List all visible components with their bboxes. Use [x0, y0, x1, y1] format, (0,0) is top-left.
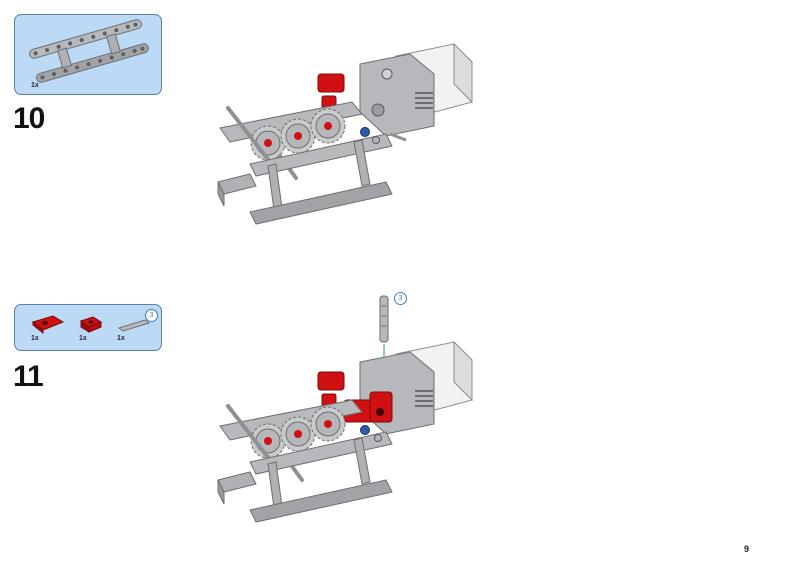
step-11-assembly [217, 295, 473, 523]
part-quantity: 1x [31, 82, 39, 89]
page-number: 9 [744, 544, 750, 554]
red-connector [317, 371, 345, 391]
part-quantity: 1x [31, 335, 39, 342]
gray-pin [372, 136, 380, 144]
axle [389, 132, 407, 142]
new-red-connector [369, 391, 393, 423]
motor [359, 42, 473, 137]
blue-pin [360, 425, 370, 435]
part-quantity: 1x [117, 335, 125, 342]
red-connector-small-part [79, 316, 103, 333]
red-connector [317, 73, 345, 93]
step-10-parts-callout: 1x [14, 14, 162, 95]
step-11-parts-callout: 1x 1x 1x 3 [14, 304, 162, 351]
lift-arm-frame-part [29, 19, 149, 83]
step-number: 11 [13, 360, 44, 393]
gear [280, 118, 316, 154]
part-quantity: 1x [79, 335, 87, 342]
axle-length-badge: 3 [394, 292, 407, 305]
red-connector-large-part [31, 315, 65, 335]
blue-pin [360, 127, 370, 137]
step-10-assembly [217, 42, 473, 225]
gear [280, 416, 316, 452]
gray-axle-part [117, 319, 151, 332]
gray-pin [374, 434, 382, 442]
axle-length-badge: 3 [145, 309, 158, 322]
gear [310, 108, 346, 144]
gear [310, 406, 346, 442]
axle [226, 404, 272, 462]
incoming-axle [379, 295, 389, 343]
step-number: 10 [13, 102, 45, 135]
axle [226, 106, 272, 164]
